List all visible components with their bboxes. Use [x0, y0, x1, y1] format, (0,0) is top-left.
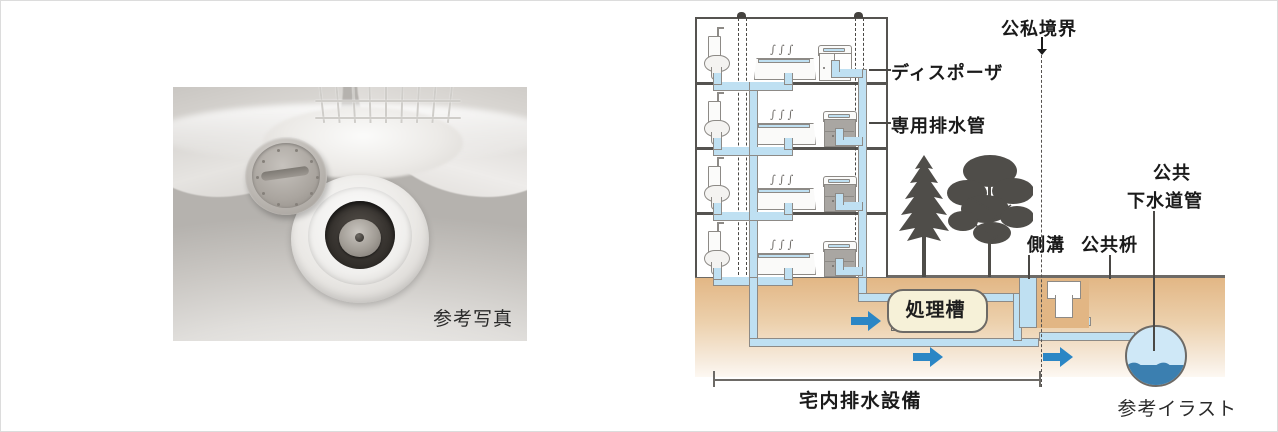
vent-dotted-line: [738, 18, 739, 275]
disposer-branch: [835, 258, 844, 270]
public-basin-neck: [1055, 295, 1073, 318]
branch-pipe: [749, 212, 793, 221]
disposer-branch: [835, 202, 863, 211]
impeller-bolt: [355, 233, 364, 242]
lid-rivet: [276, 202, 280, 206]
general-drain-lateral: [749, 338, 1039, 347]
treatment-tank: [887, 289, 988, 333]
premises-dimension-cap-left: [713, 371, 715, 387]
tree-icon: [947, 149, 1034, 282]
reference-photo: 参考写真: [173, 87, 527, 341]
flow-arrow-icon: [913, 347, 943, 372]
wire-rack-icon: [313, 87, 463, 127]
dedicated-drain-pipe-leader-line: [869, 122, 891, 124]
bathtub-icon: ∫∫∫: [754, 43, 816, 80]
lid-rivet: [316, 176, 319, 179]
rack-rail: [315, 117, 461, 119]
branch-pipe: [713, 73, 722, 85]
lateral-to-sewer: [1039, 332, 1135, 341]
public-private-boundary-line: [1041, 55, 1042, 387]
public-basin-leader-line: [1109, 255, 1111, 279]
bathtub-icon: ∫∫∫: [754, 173, 816, 210]
flow-arrow-icon: [851, 311, 881, 336]
lid-rivet: [256, 176, 259, 179]
disposer-branch-top-riser: [831, 60, 840, 72]
premises-drainage-label: 宅内排水設備: [799, 390, 923, 412]
branch-pipe: [749, 82, 793, 91]
side-ditch-label: 側溝: [1027, 235, 1065, 256]
flow-arrow-icon: [1043, 347, 1073, 372]
branch-pipe: [784, 73, 793, 85]
lid-rivet: [276, 149, 280, 153]
public-private-boundary-label: 公私境界: [1001, 19, 1077, 40]
disposer-branch: [835, 193, 844, 205]
vent-cap-icon: [737, 12, 746, 18]
rack-rail: [315, 100, 461, 102]
boundary-arrow-icon: [1036, 37, 1048, 60]
branch-pipe: [713, 203, 722, 215]
public-sewer-pipe-section: [1125, 325, 1187, 387]
disposer-branch: [835, 267, 863, 276]
lid-rivet: [261, 192, 265, 196]
side-ditch-leader-line: [1028, 255, 1030, 279]
public-sewer-pipe-label-line2: 下水道管: [1127, 191, 1203, 212]
disposer-branch: [835, 128, 844, 140]
vent-cap-icon: [854, 12, 863, 18]
premises-dimension-cap-right: [1039, 371, 1041, 387]
branch-pipe: [784, 203, 793, 215]
rack-wire: [385, 87, 387, 123]
general-drain-underground: [749, 277, 758, 347]
branch-pipe: [749, 147, 793, 156]
side-ditch: [1019, 278, 1037, 328]
lid-rivet: [295, 149, 299, 153]
photo-caption: 参考写真: [432, 308, 513, 330]
general-drain-stack: [749, 82, 758, 278]
public-basin-label: 公共枡: [1081, 235, 1138, 256]
disposer-label: ディスポーザ: [891, 63, 1004, 84]
ground-surface-line: [695, 275, 1225, 278]
illustration-caption: 参考イラスト: [1117, 398, 1237, 420]
branch-pipe: [784, 138, 793, 150]
lid-rivet: [295, 202, 299, 206]
branch-pipe: [784, 268, 793, 280]
lid-rivet: [261, 159, 265, 163]
branch-pipe: [713, 268, 722, 280]
sewer-water: [1127, 365, 1185, 385]
disposer-branch: [835, 137, 863, 146]
bathtub-icon: ∫∫∫: [754, 108, 816, 145]
public-sewer-pipe-leader-line: [1153, 211, 1155, 351]
disposer-branch-top: [831, 69, 863, 78]
dedicated-drain-pipe-label: 専用排水管: [891, 116, 986, 137]
vent-dotted-line: [746, 18, 747, 275]
reference-illustration: ∫∫∫ ∫∫∫ ∫∫∫: [695, 7, 1255, 427]
premises-dimension-line: [713, 379, 1041, 381]
treatment-tank-label: 処理槽: [905, 299, 966, 321]
dedicated-drain-stack: [858, 69, 867, 278]
branch-pipe: [713, 138, 722, 150]
disposer-leader-line: [869, 69, 891, 71]
public-sewer-pipe-label-line1: 公共: [1153, 163, 1191, 184]
lid-rivet: [310, 159, 314, 163]
lid-rivet: [310, 192, 314, 196]
tree-icon: [885, 153, 963, 282]
